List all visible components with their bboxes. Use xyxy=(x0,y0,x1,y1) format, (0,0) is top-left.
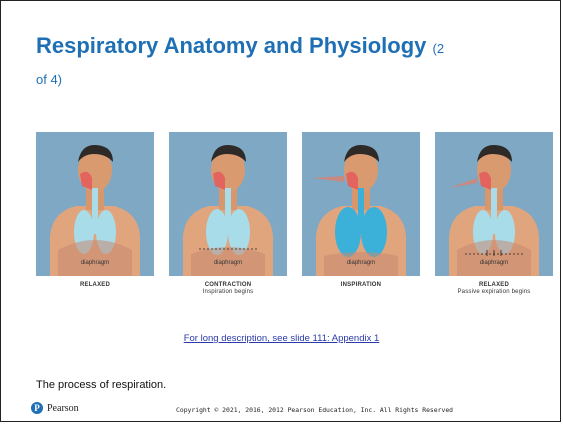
panel-caption-relaxed: RELAXED xyxy=(36,282,154,288)
panel-caption-expiration: RELAXED Passive expiration begins xyxy=(435,282,553,295)
pearson-logo-text: Pearson xyxy=(47,403,79,414)
respiration-illustration-expiration: diaphragm xyxy=(435,132,553,276)
figure-caption: The process of respiration. xyxy=(36,379,166,391)
pearson-logo-icon: P xyxy=(31,402,43,414)
panel-relaxed: diaphragm xyxy=(36,132,154,276)
panel-label: CONTRACTION xyxy=(205,282,252,288)
panel-label: RELAXED xyxy=(80,282,110,288)
panel-label: RELAXED xyxy=(479,282,509,288)
panel-sublabel: Passive expiration begins xyxy=(435,289,553,295)
panel-expiration: diaphragm xyxy=(435,132,553,276)
diaphragm-label: diaphragm xyxy=(347,260,375,266)
panel-inspiration: diaphragm xyxy=(302,132,420,276)
diaphragm-label: diaphragm xyxy=(480,260,508,266)
respiration-illustration-inspiration: diaphragm xyxy=(302,132,420,276)
respiration-illustration-relaxed: diaphragm xyxy=(36,132,154,276)
panel-contraction: diaphragm xyxy=(169,132,287,276)
copyright-notice: Copyright © 2021, 2016, 2012 Pearson Edu… xyxy=(176,406,453,414)
respiration-illustration-contraction: diaphragm xyxy=(169,132,287,276)
panel-sublabel: Inspiration begins xyxy=(169,289,287,295)
slide-title: Respiratory Anatomy and Physiology (2 of… xyxy=(36,32,456,94)
panel-caption-inspiration: INSPIRATION xyxy=(302,282,420,288)
panel-caption-contraction: CONTRACTION Inspiration begins xyxy=(169,282,287,295)
title-text: Respiratory Anatomy and Physiology xyxy=(36,33,426,58)
diaphragm-label: diaphragm xyxy=(81,260,109,266)
pearson-logo: P Pearson xyxy=(31,400,79,416)
panel-label: INSPIRATION xyxy=(341,282,381,288)
diaphragm-label: diaphragm xyxy=(214,260,242,266)
long-description-link[interactable]: For long description, see slide 111: App… xyxy=(0,333,563,344)
